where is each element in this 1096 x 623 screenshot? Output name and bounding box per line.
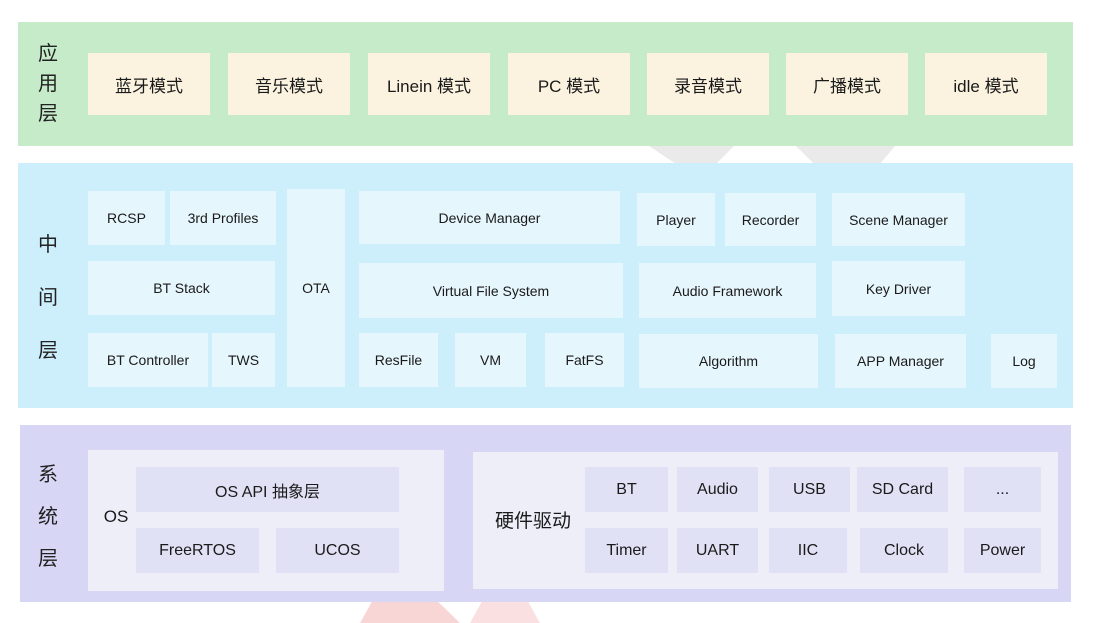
mode-linein: Linein 模式 bbox=[368, 53, 490, 115]
device-manager-box: Device Manager bbox=[359, 191, 620, 244]
middle-layer-label: 中间层 bbox=[38, 232, 58, 362]
hw-power-box: Power bbox=[964, 528, 1041, 573]
middle-layer: 中间层 RCSP 3rd Profiles BT Stack BT Contro… bbox=[18, 163, 1073, 408]
hw-more-box: ... bbox=[964, 467, 1041, 512]
audio-framework-box: Audio Framework bbox=[639, 263, 816, 318]
os-panel: OS OS API 抽象层 FreeRTOS UCOS bbox=[88, 450, 444, 591]
tws-box: TWS bbox=[212, 333, 275, 387]
virtual-file-system-box: Virtual File System bbox=[359, 263, 623, 318]
app-layer: 应用层 蓝牙模式 音乐模式 Linein 模式 PC 模式 录音模式 广播模式 … bbox=[18, 22, 1073, 146]
mode-bluetooth: 蓝牙模式 bbox=[88, 53, 210, 115]
freertos-box: FreeRTOS bbox=[136, 528, 259, 573]
hw-timer-box: Timer bbox=[585, 528, 668, 573]
log-box: Log bbox=[991, 334, 1057, 388]
algorithm-box: Algorithm bbox=[639, 334, 818, 388]
fatfs-box: FatFS bbox=[545, 333, 624, 387]
system-layer-label: 系统层 bbox=[38, 462, 58, 570]
hw-sdcard-box: SD Card bbox=[857, 467, 948, 512]
hw-driver-panel: 硬件驱动 BT Audio USB SD Card ... Timer UART… bbox=[473, 452, 1058, 589]
hw-bt-box: BT bbox=[585, 467, 668, 512]
hw-clock-box: Clock bbox=[860, 528, 948, 573]
os-label: OS bbox=[103, 507, 129, 526]
mode-broadcast: 广播模式 bbox=[786, 53, 908, 115]
app-manager-box: APP Manager bbox=[835, 334, 966, 388]
recorder-box: Recorder bbox=[725, 193, 816, 246]
bt-stack-box: BT Stack bbox=[88, 261, 275, 315]
resfile-box: ResFile bbox=[359, 333, 438, 387]
ota-box: OTA bbox=[287, 189, 345, 387]
system-layer: 系统层 OS OS API 抽象层 FreeRTOS UCOS 硬件驱动 BT … bbox=[20, 425, 1071, 602]
hw-driver-label: 硬件驱动 bbox=[494, 509, 571, 532]
rcsp-box: RCSP bbox=[88, 191, 165, 245]
mode-music: 音乐模式 bbox=[228, 53, 350, 115]
3rd-profiles-box: 3rd Profiles bbox=[170, 191, 276, 245]
player-box: Player bbox=[637, 193, 715, 246]
scene-manager-box: Scene Manager bbox=[832, 193, 965, 246]
app-layer-label: 应用层 bbox=[38, 41, 58, 125]
os-api-box: OS API 抽象层 bbox=[136, 467, 399, 512]
key-driver-box: Key Driver bbox=[832, 261, 965, 316]
hw-iic-box: IIC bbox=[769, 528, 847, 573]
mode-record: 录音模式 bbox=[647, 53, 769, 115]
mode-idle: idle 模式 bbox=[925, 53, 1047, 115]
ucos-box: UCOS bbox=[276, 528, 399, 573]
bt-controller-box: BT Controller bbox=[88, 333, 208, 387]
vm-box: VM bbox=[455, 333, 526, 387]
hw-uart-box: UART bbox=[677, 528, 758, 573]
mode-pc: PC 模式 bbox=[508, 53, 630, 115]
hw-usb-box: USB bbox=[769, 467, 850, 512]
hw-audio-box: Audio bbox=[677, 467, 758, 512]
